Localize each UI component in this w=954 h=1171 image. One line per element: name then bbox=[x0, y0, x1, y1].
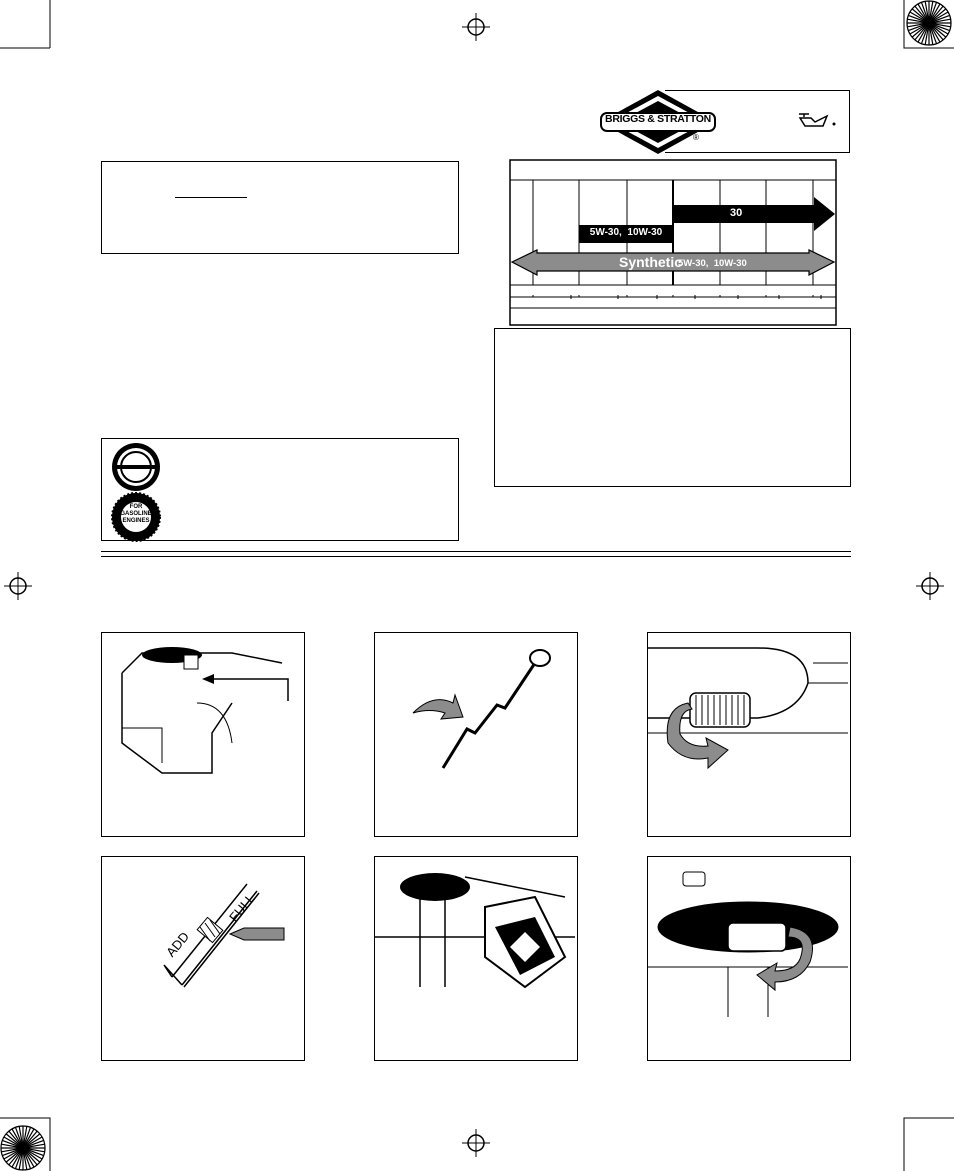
starburst-ray bbox=[22, 1143, 45, 1149]
starburst-ray bbox=[14, 1127, 24, 1149]
starburst-ray bbox=[11, 1128, 24, 1149]
starburst-ray bbox=[914, 5, 930, 24]
bar-5w30-label: 5W-30, 10W-30 bbox=[589, 227, 663, 238]
starburst-ray bbox=[5, 1147, 24, 1163]
starburst-ray bbox=[2, 1139, 24, 1149]
starburst-ray bbox=[928, 11, 949, 24]
starburst-ray bbox=[1, 1143, 24, 1149]
crosshair-icon bbox=[4, 13, 944, 1157]
underline-rule bbox=[175, 197, 247, 198]
starburst-ray bbox=[928, 22, 951, 28]
starburst-ray bbox=[8, 1130, 24, 1149]
registered-mark: ® bbox=[693, 133, 699, 142]
api-gasoline-seal-icon bbox=[111, 492, 161, 542]
warning-box bbox=[494, 328, 851, 487]
starburst-ray bbox=[1, 1147, 24, 1153]
oil-info-box bbox=[101, 161, 459, 254]
starburst-ray bbox=[22, 1147, 38, 1166]
seal-text-gasoline: GASOLINE bbox=[120, 511, 152, 517]
starburst-ray bbox=[907, 18, 930, 24]
starburst-ray bbox=[928, 8, 947, 24]
bar-30-label: 30 bbox=[730, 207, 743, 219]
figure-check-oil-level bbox=[101, 856, 305, 1061]
figure-replace-cap bbox=[647, 856, 851, 1061]
starburst-ray bbox=[928, 1, 934, 24]
figure-add-oil bbox=[374, 856, 578, 1061]
seal-text-engines: ENGINES bbox=[122, 518, 150, 524]
starburst-ray bbox=[917, 3, 930, 24]
logo-box bbox=[665, 90, 850, 153]
starburst-ray bbox=[920, 2, 930, 24]
starburst-ray bbox=[911, 22, 930, 38]
figure-unscrew-cap bbox=[647, 632, 851, 837]
api-seals-box bbox=[101, 438, 459, 541]
starburst-ray bbox=[18, 1126, 24, 1149]
starburst-ray bbox=[22, 1147, 32, 1169]
starburst-ray bbox=[928, 22, 944, 41]
starburst-ray bbox=[924, 22, 930, 45]
starburst-ray bbox=[928, 14, 950, 24]
starburst-ray bbox=[3, 1136, 24, 1149]
starburst-ray bbox=[8, 1147, 24, 1166]
starburst-ray bbox=[928, 18, 951, 24]
starburst-ray bbox=[928, 22, 941, 43]
figure-engine-dipstick-location bbox=[101, 632, 305, 837]
starburst-ray bbox=[14, 1147, 24, 1169]
starburst-ray bbox=[928, 3, 941, 24]
starburst-ray bbox=[22, 1133, 41, 1149]
starburst-ray bbox=[928, 22, 938, 44]
oil-can-icon bbox=[798, 113, 836, 127]
starburst-ray bbox=[22, 1147, 43, 1160]
temperature-ticks bbox=[532, 295, 822, 299]
starburst-ray bbox=[22, 1128, 35, 1149]
starburst-ray bbox=[3, 1147, 24, 1160]
starburst-ray bbox=[909, 22, 930, 35]
starburst-ray bbox=[917, 22, 930, 43]
viscosity-chart bbox=[509, 159, 837, 326]
starburst-ray bbox=[22, 1147, 35, 1168]
starburst-ray bbox=[22, 1147, 41, 1163]
briggs-stratton-logo bbox=[600, 90, 716, 154]
starburst-ray bbox=[908, 22, 930, 32]
starburst-ray bbox=[920, 22, 930, 44]
starburst-ray bbox=[928, 22, 934, 45]
starburst-ray bbox=[22, 1147, 28, 1170]
starburst-ray bbox=[909, 11, 930, 24]
api-service-seal-icon bbox=[112, 443, 160, 491]
starburst-ray bbox=[18, 1147, 24, 1170]
section-divider bbox=[101, 551, 851, 557]
figure-remove-dipstick bbox=[374, 632, 578, 837]
bar-5w30-10w30 bbox=[579, 225, 673, 243]
starburst-ray bbox=[907, 22, 930, 28]
starburst-ray bbox=[22, 1127, 32, 1149]
starburst-ray bbox=[928, 22, 950, 32]
starburst-ray bbox=[22, 1139, 44, 1149]
synthetic-sublabel: 5W-30, 10W-30 bbox=[678, 258, 747, 269]
starburst-ray bbox=[908, 14, 930, 24]
starburst-ray bbox=[5, 1133, 24, 1149]
starburst-ray bbox=[928, 2, 938, 24]
starburst-ray bbox=[2, 1147, 24, 1157]
starburst-ray bbox=[11, 1147, 24, 1168]
starburst-ray bbox=[914, 22, 930, 41]
starburst-ray bbox=[928, 5, 944, 24]
starburst-ray bbox=[928, 22, 947, 38]
seal-text-for: FOR bbox=[129, 504, 143, 510]
starburst-ray bbox=[22, 1147, 45, 1153]
starburst-ray bbox=[22, 1126, 28, 1149]
bar-synthetic-arrow bbox=[510, 249, 836, 276]
starburst-ray bbox=[911, 8, 930, 24]
synthetic-label: Synthetic bbox=[619, 254, 683, 270]
starburst-ray bbox=[22, 1136, 43, 1149]
starburst-ray bbox=[924, 1, 930, 24]
starburst-ray bbox=[928, 22, 949, 35]
starburst-ray bbox=[22, 1130, 38, 1149]
starburst-ray bbox=[22, 1147, 44, 1157]
logo-brand-text: BRIGGS & STRATTON bbox=[605, 113, 711, 125]
bar-30-arrow bbox=[673, 197, 835, 231]
